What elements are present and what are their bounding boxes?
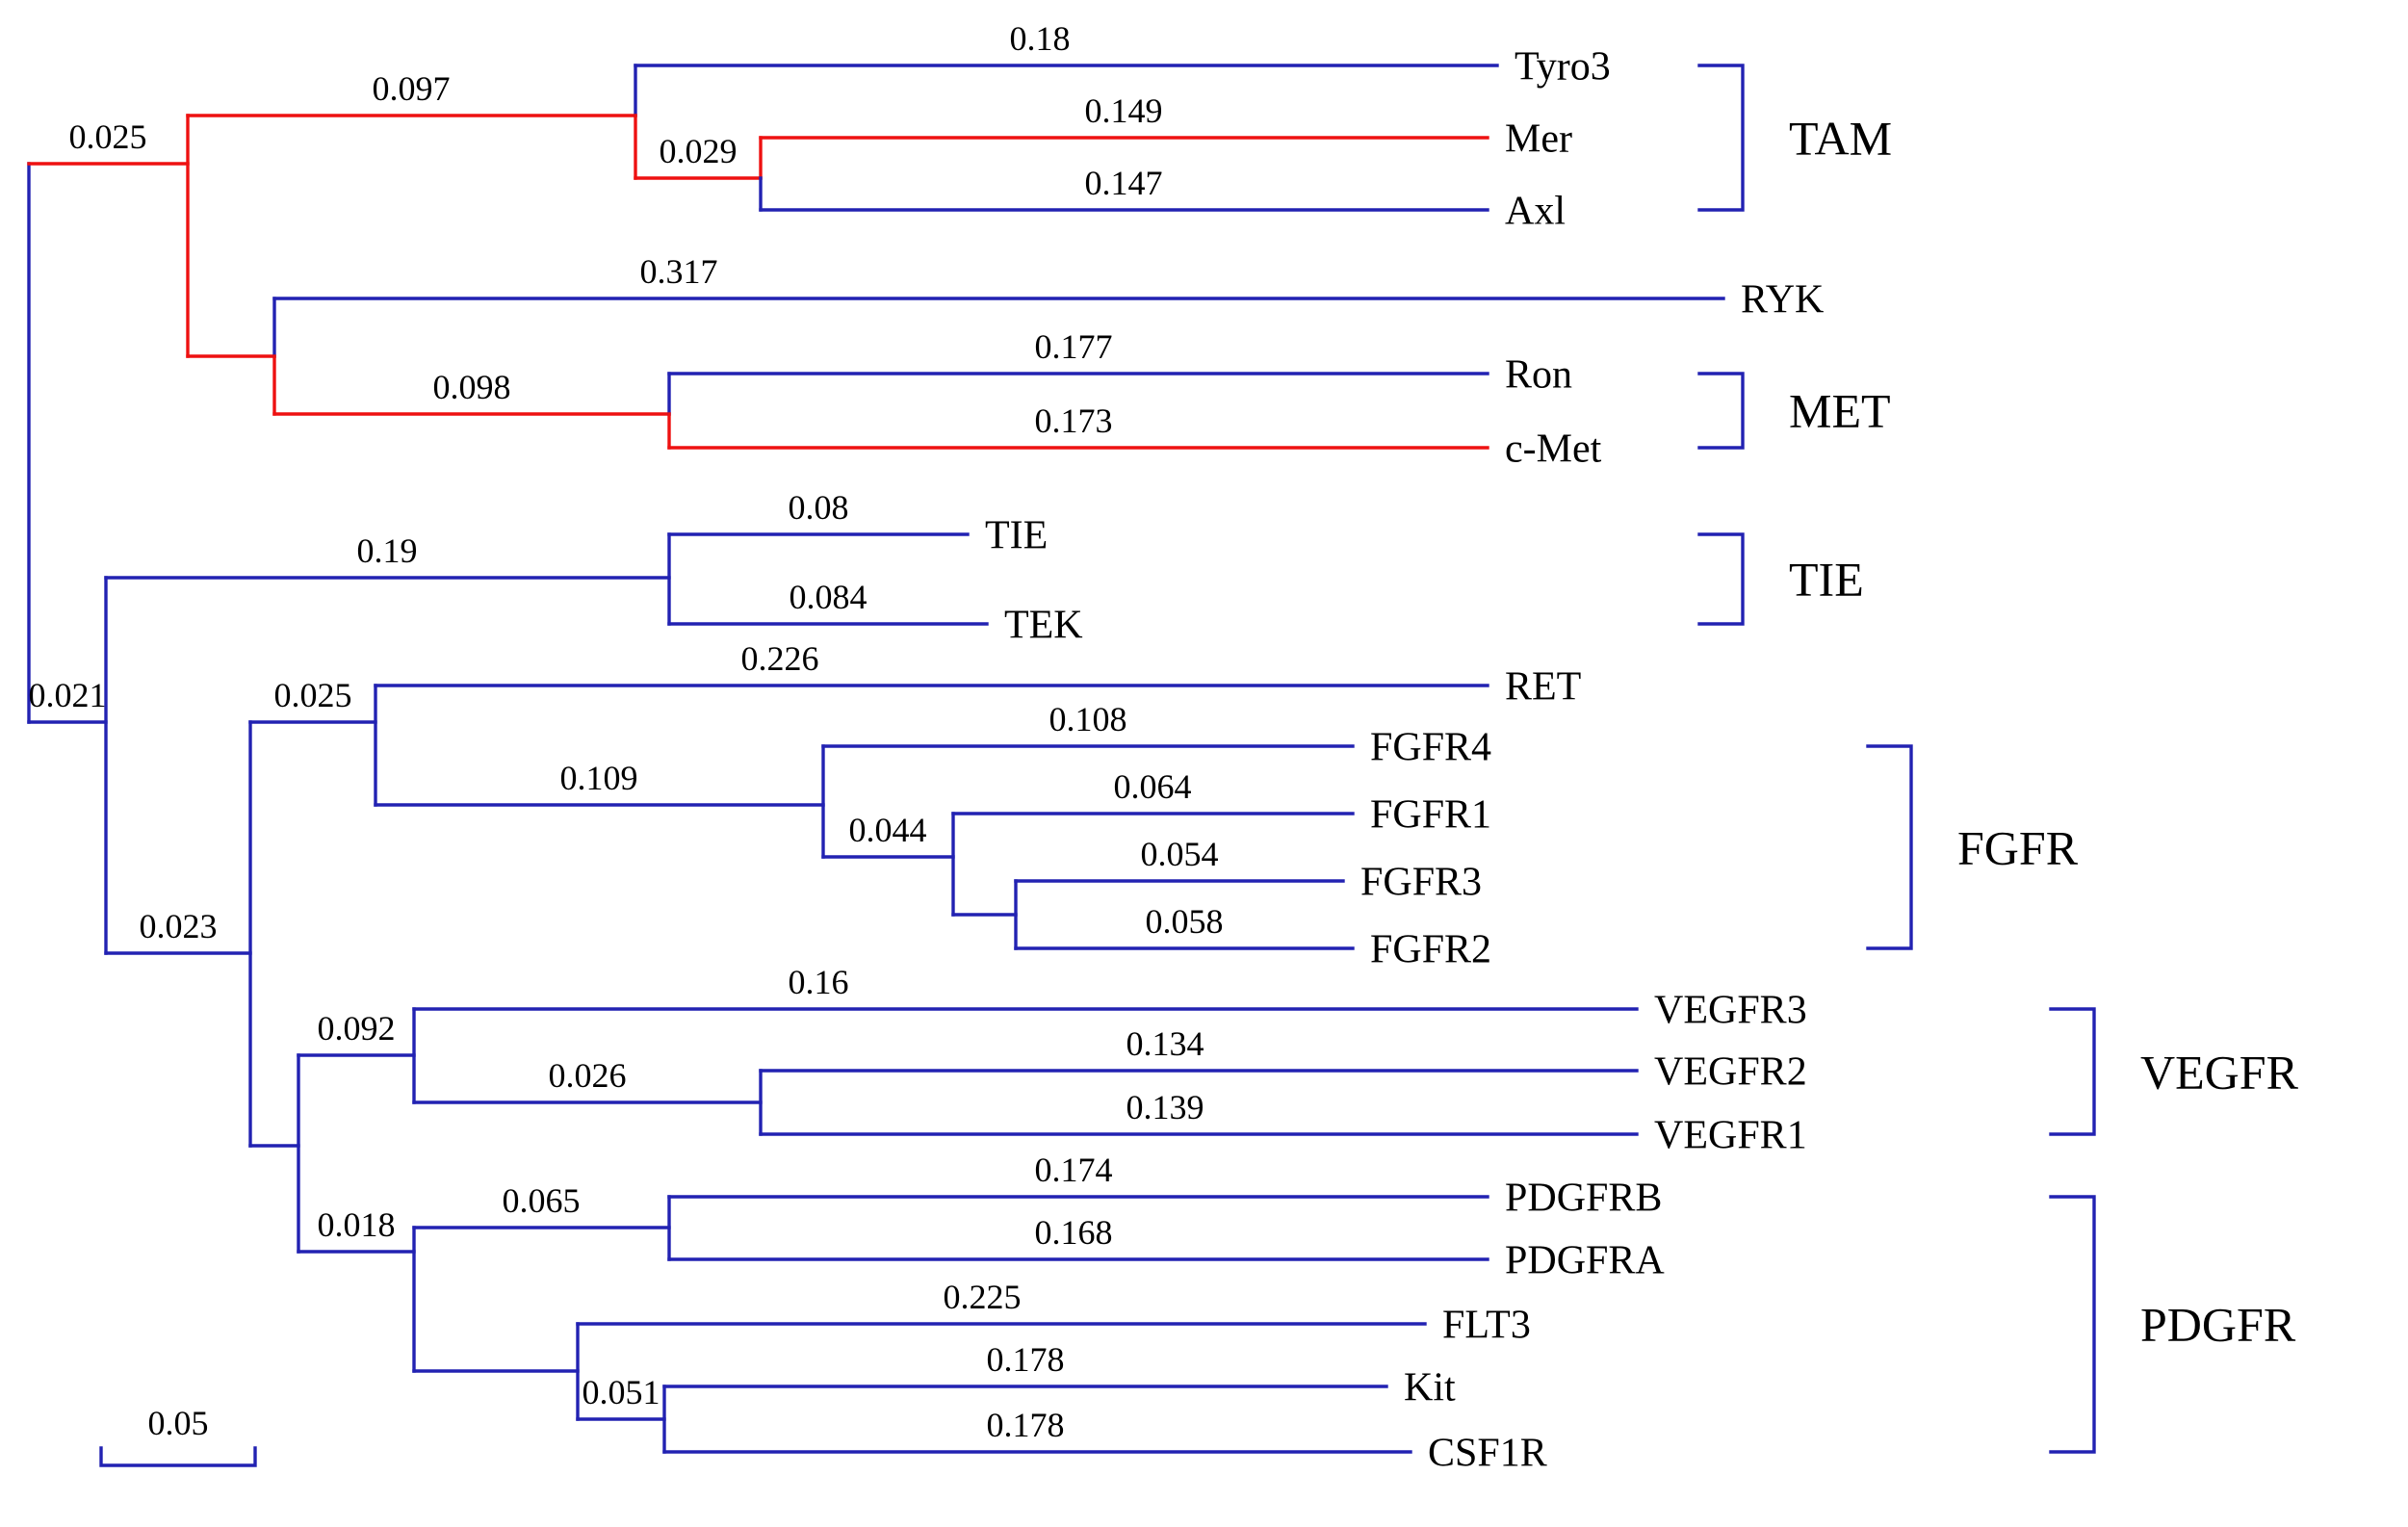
scale-bar-label: 0.05 [148, 1404, 209, 1442]
branch-length-tyro3: 0.18 [1010, 19, 1071, 58]
bracket-met [1697, 372, 1745, 450]
taxon-ret: RET [1505, 665, 1581, 710]
taxon-tek: TEK [1004, 604, 1083, 648]
taxon-labels: Tyro3 Mer Axl RYK Ron c-Met TIE TEK RET … [985, 45, 1824, 1476]
branch-length-tam-clade: 0.097 [373, 69, 451, 108]
bracket-tie [1697, 532, 1745, 626]
branch-length-kit: 0.178 [987, 1340, 1065, 1379]
branch-length-csf1r: 0.178 [987, 1406, 1065, 1444]
taxon-fgfr2: FGFR2 [1370, 928, 1491, 972]
group-label-vegfr: VEGFR [2140, 1046, 2299, 1100]
branch-length-tie-tek: 0.19 [357, 531, 418, 570]
group-brackets: TAM MET TIE FGFR VEGFR PDGFR [1697, 64, 2299, 1454]
branch-length-pdgfrb-a: 0.065 [503, 1181, 581, 1220]
branch-length-pdgfr-clade: 0.018 [318, 1205, 396, 1244]
branch-length-ron-cmet: 0.098 [433, 368, 511, 406]
branch-length-fgfr2: 0.058 [1146, 902, 1224, 941]
branch-length-tie: 0.08 [789, 488, 849, 527]
group-label-tie: TIE [1789, 553, 1864, 607]
bracket-fgfr [1866, 744, 1913, 950]
branch-length-fgfr3: 0.054 [1141, 835, 1219, 873]
branch-length-lower-split: 0.023 [140, 907, 218, 945]
branch-length-pdgfrb: 0.174 [1035, 1151, 1113, 1189]
group-label-met: MET [1789, 384, 1891, 438]
taxon-tie: TIE [985, 514, 1048, 558]
scale-bar: 0.05 [99, 1404, 257, 1467]
branch-length-cmet: 0.173 [1035, 401, 1113, 440]
taxon-vegfr2: VEGFR2 [1654, 1050, 1807, 1095]
group-label-tam: TAM [1789, 112, 1892, 166]
bracket-vegfr [2049, 1007, 2096, 1136]
taxon-ron: Ron [1505, 353, 1572, 398]
branch-length-fgfr4: 0.108 [1049, 700, 1127, 738]
taxon-ryk: RYK [1741, 278, 1824, 323]
branch-length-fgfr-clade: 0.109 [560, 759, 638, 797]
branch-length-fgfr-1-3-2: 0.044 [849, 811, 927, 849]
branch-length-axl: 0.147 [1085, 164, 1163, 202]
branch-length-root-upper: 0.025 [69, 117, 147, 156]
taxon-fgfr4: FGFR4 [1370, 726, 1491, 770]
branch-length-labels: 0.025 0.097 0.029 0.098 0.021 0.19 0.023… [29, 19, 1224, 1444]
branch-length-ret-fgfr: 0.025 [274, 676, 352, 714]
taxon-axl: Axl [1505, 190, 1566, 234]
bracket-pdgfr [2049, 1195, 2096, 1454]
branch-length-root-lower: 0.021 [29, 676, 107, 714]
branch-length-vegfr1: 0.139 [1126, 1088, 1204, 1126]
branch-length-pdgfra: 0.168 [1035, 1213, 1113, 1252]
taxon-kit: Kit [1404, 1366, 1456, 1411]
taxon-pdgfrb: PDGFRB [1505, 1177, 1662, 1221]
branch-length-ret: 0.226 [741, 639, 819, 678]
taxon-flt3: FLT3 [1442, 1304, 1531, 1348]
branch-length-mer: 0.149 [1085, 91, 1163, 130]
branch-length-tek: 0.084 [790, 578, 867, 616]
taxon-vegfr3: VEGFR3 [1654, 989, 1807, 1033]
tree-branches [27, 64, 1725, 1454]
taxon-fgfr1: FGFR1 [1370, 793, 1491, 838]
branch-length-fgfr1: 0.064 [1114, 767, 1192, 806]
branch-length-vegfr-clade: 0.092 [318, 1009, 396, 1048]
branch-length-vegfr-2-1: 0.026 [549, 1056, 627, 1095]
group-label-pdgfr: PDGFR [2140, 1298, 2296, 1352]
taxon-vegfr1: VEGFR1 [1654, 1114, 1807, 1158]
branch-length-flt3: 0.225 [944, 1278, 1022, 1316]
scale-bar-line [99, 1446, 257, 1467]
branch-length-ryk: 0.317 [640, 252, 718, 291]
taxon-cmet: c-Met [1505, 427, 1602, 472]
branch-length-ron: 0.177 [1035, 327, 1113, 366]
branch-length-vegfr3: 0.16 [789, 963, 849, 1001]
taxon-csf1r: CSF1R [1428, 1432, 1547, 1476]
taxon-fgfr3: FGFR3 [1360, 861, 1482, 905]
branch-length-kit-csf1r: 0.051 [583, 1373, 660, 1411]
taxon-pdgfra: PDGFRA [1505, 1239, 1665, 1283]
bracket-tam [1697, 64, 1745, 212]
taxon-tyro3: Tyro3 [1515, 45, 1611, 90]
taxon-mer: Mer [1505, 117, 1572, 162]
branch-length-mer-axl: 0.029 [660, 132, 738, 170]
branch-length-vegfr2: 0.134 [1126, 1024, 1204, 1063]
group-label-fgfr: FGFR [1957, 821, 2079, 875]
